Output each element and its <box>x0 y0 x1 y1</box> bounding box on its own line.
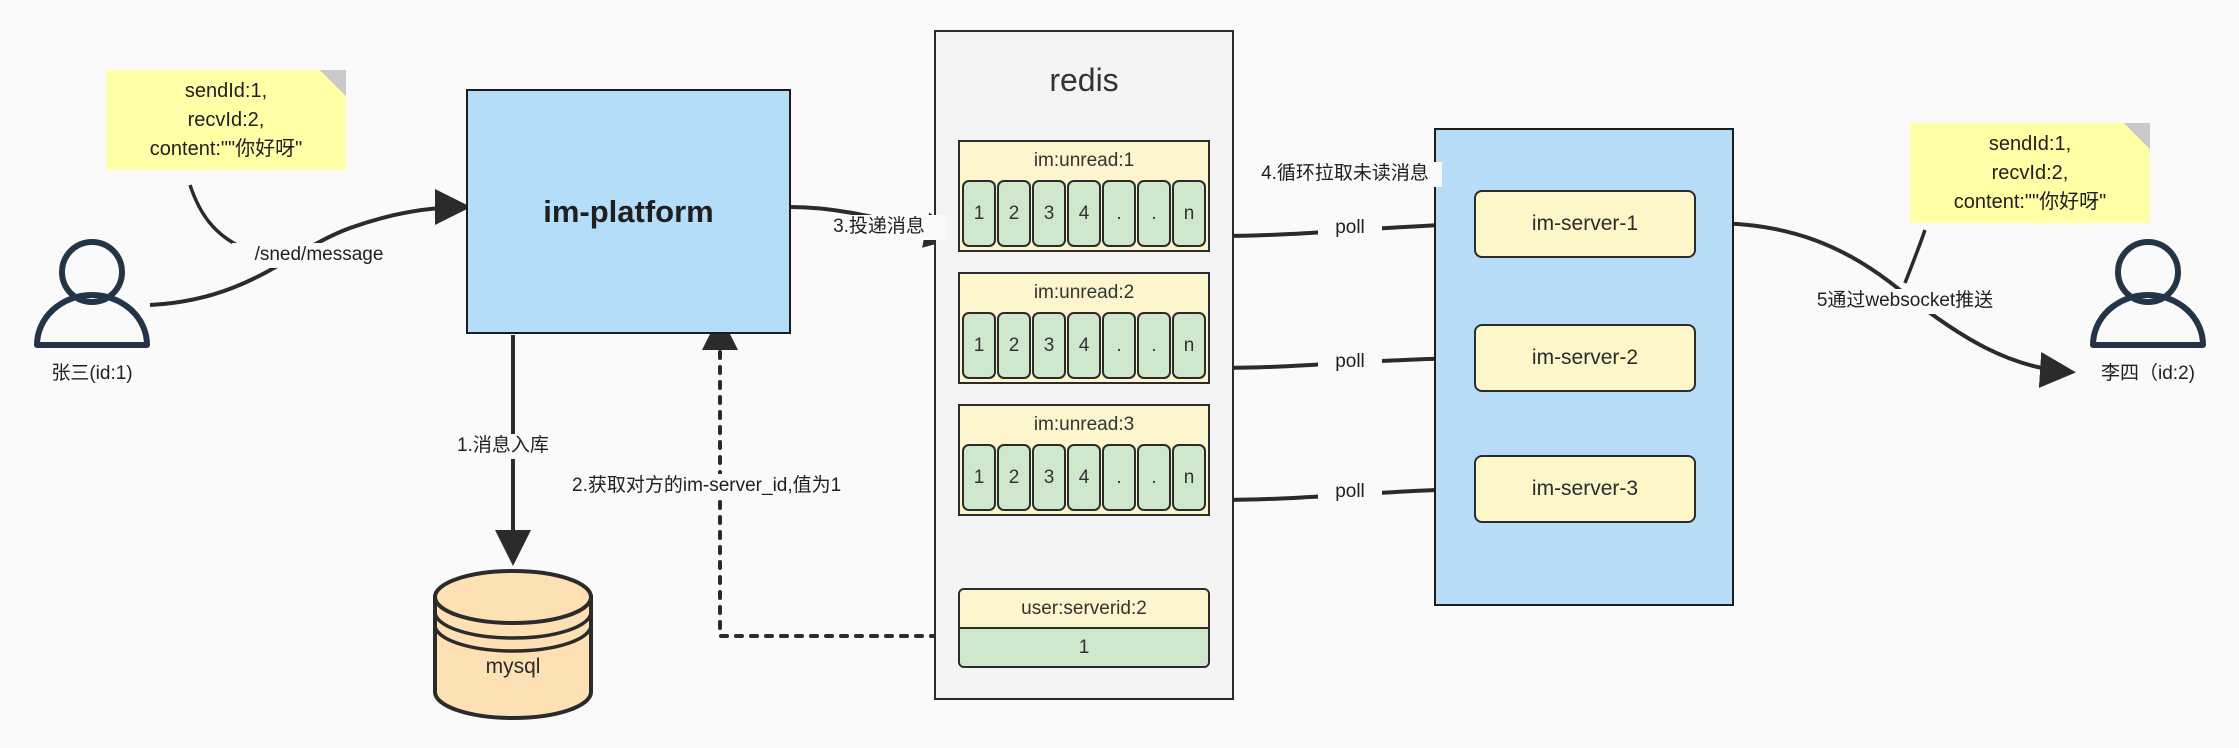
redis-key-cells: 1 2 3 4 . . n <box>960 180 1208 250</box>
redis-cell: 3 <box>1032 312 1066 379</box>
sticky-note-right-line2: recvId:2, <box>1991 161 2069 184</box>
redis-cell: . <box>1102 312 1136 379</box>
redis-key-name: im:unread:2 <box>960 274 1208 312</box>
sticky-note-left-line3: content:""你好呀" <box>149 137 303 160</box>
redis-key-group-unread-2: im:unread:2 1 2 3 4 . . n <box>958 272 1210 384</box>
edge-note-left-pointer <box>188 184 244 250</box>
redis-cell: 4 <box>1067 180 1101 247</box>
im-platform-label: im-platform <box>543 193 714 229</box>
actor-receiver-label: 李四（id:2) <box>2101 363 2195 384</box>
redis-kv-value: 1 <box>960 629 1208 666</box>
note-fold-corner-icon <box>320 70 346 96</box>
edge-label-step4: 4.循环拉取未读消息 <box>1248 162 1442 187</box>
im-platform-node[interactable]: im-platform <box>466 89 791 334</box>
mysql-label: mysql <box>485 655 541 678</box>
redis-cell: n <box>1172 180 1206 247</box>
actor-receiver-icon <box>2090 239 2206 348</box>
redis-cell: 2 <box>997 444 1031 511</box>
redis-cell: . <box>1102 444 1136 511</box>
redis-kv-user-serverid: user:serverid:2 1 <box>958 588 1210 668</box>
redis-kv-key: user:serverid:2 <box>960 590 1208 629</box>
redis-key-cells: 1 2 3 4 . . n <box>960 444 1208 514</box>
im-server-1-node[interactable]: im-server-1 <box>1474 190 1696 258</box>
sticky-note-right-line1: sendId:1, <box>1988 132 2072 155</box>
sticky-note-left-line2: recvId:2, <box>187 108 265 131</box>
edge-label-step5: 5通过websocket推送 <box>1788 289 2022 314</box>
redis-cell: 4 <box>1067 444 1101 511</box>
sticky-note-left: sendId:1, recvId:2, content:""你好呀" <box>106 70 346 170</box>
redis-cell: 2 <box>997 180 1031 247</box>
mysql-cylinder-icon <box>433 569 593 720</box>
redis-cell: n <box>1172 312 1206 379</box>
edge-label-step1: 1.消息入库 <box>455 434 629 459</box>
redis-key-cells: 1 2 3 4 . . n <box>960 312 1208 382</box>
sticky-note-right: sendId:1, recvId:2, content:""你好呀" <box>1910 123 2150 223</box>
redis-cell: 1 <box>962 312 996 379</box>
edge-label-step2: 2.获取对方的im-server_id,值为1 <box>570 474 884 499</box>
edge-label-send-message: /sned/message <box>232 243 406 268</box>
note-fold-corner-icon <box>2124 123 2150 149</box>
edge-label-poll-2: poll <box>1318 350 1382 375</box>
edge-label-poll-1: poll <box>1318 216 1382 241</box>
redis-cell: n <box>1172 444 1206 511</box>
im-server-3-label: im-server-3 <box>1531 477 1639 500</box>
edge-fetch-serverid <box>702 314 954 638</box>
edge-label-step3: 3.投递消息 <box>812 215 946 240</box>
actor-sender-icon <box>34 239 150 348</box>
redis-key-name: im:unread:3 <box>960 406 1208 444</box>
redis-cell: 3 <box>1032 444 1066 511</box>
redis-cell: . <box>1102 180 1136 247</box>
redis-key-name: im:unread:1 <box>960 142 1208 180</box>
sticky-note-left-line1: sendId:1, <box>184 79 268 102</box>
edge-send-message <box>149 189 471 307</box>
redis-cell: 1 <box>962 444 996 511</box>
im-server-2-label: im-server-2 <box>1531 346 1639 369</box>
redis-title: redis <box>1049 62 1119 98</box>
redis-cell: 4 <box>1067 312 1101 379</box>
edge-note-right-pointer <box>1903 229 1927 284</box>
redis-cell: . <box>1137 180 1171 247</box>
im-server-1-label: im-server-1 <box>1531 212 1639 235</box>
redis-cell: 3 <box>1032 180 1066 247</box>
redis-cell: 1 <box>962 180 996 247</box>
actor-sender-label: 张三(id:1) <box>51 363 133 384</box>
redis-cell: . <box>1137 312 1171 379</box>
im-server-2-node[interactable]: im-server-2 <box>1474 324 1696 392</box>
redis-key-group-unread-3: im:unread:3 1 2 3 4 . . n <box>958 404 1210 516</box>
redis-cell: 2 <box>997 312 1031 379</box>
edge-label-poll-3: poll <box>1318 480 1382 505</box>
sticky-note-right-line3: content:""你好呀" <box>1953 190 2107 213</box>
im-server-3-node[interactable]: im-server-3 <box>1474 455 1696 523</box>
redis-key-group-unread-1: im:unread:1 1 2 3 4 . . n <box>958 140 1210 252</box>
redis-cell: . <box>1137 444 1171 511</box>
